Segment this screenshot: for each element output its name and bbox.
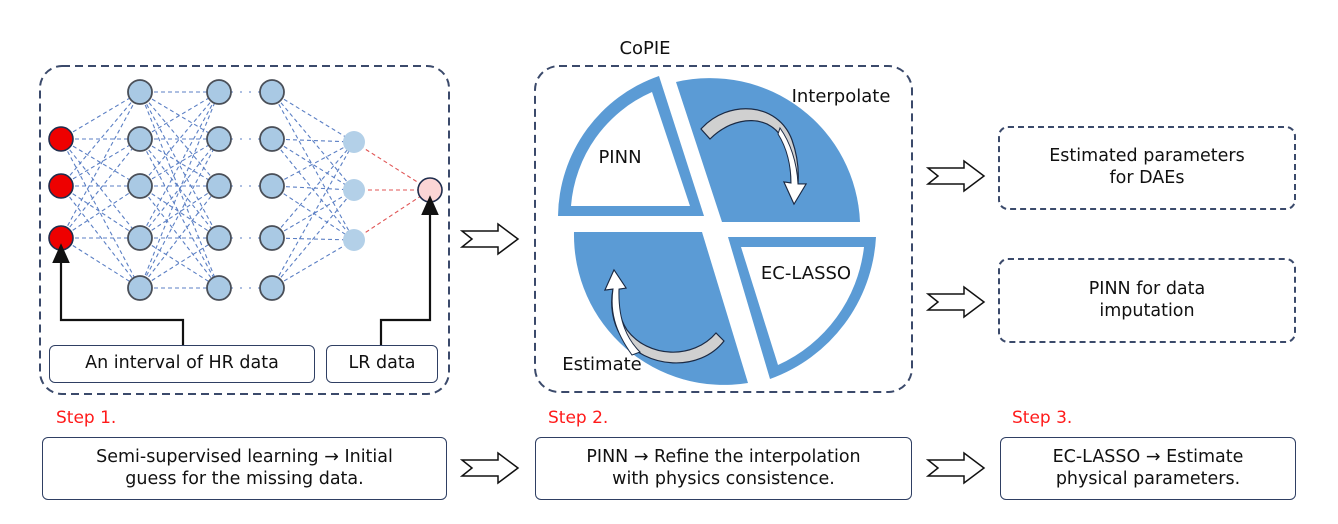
step-1-line1: Semi-supervised learning → Initial xyxy=(96,446,393,467)
network-panel-frame xyxy=(39,65,450,395)
hidden-node xyxy=(127,126,153,152)
copie-panel-frame xyxy=(534,65,913,393)
edge xyxy=(60,237,141,289)
edge xyxy=(271,91,355,191)
edge xyxy=(139,237,220,289)
edge xyxy=(60,91,141,239)
input-node xyxy=(48,173,74,199)
output-edge xyxy=(353,189,431,241)
arrow-step1-to-step2-icon xyxy=(459,451,520,485)
edge xyxy=(60,185,141,239)
input-node xyxy=(48,225,74,251)
step-2-line2: with physics consistence. xyxy=(612,468,835,489)
hidden-node xyxy=(259,225,285,251)
edge xyxy=(139,185,220,239)
edge xyxy=(139,138,220,187)
arrow-network-to-copie-icon xyxy=(459,222,520,256)
hidden-node xyxy=(206,225,232,251)
output-imputation-line2: imputation xyxy=(1099,300,1195,321)
edge xyxy=(139,138,220,239)
hidden-node xyxy=(127,275,153,301)
edge xyxy=(60,138,141,187)
hidden-node xyxy=(206,126,232,152)
step-1-line2: guess for the missing data. xyxy=(125,468,364,489)
edge xyxy=(139,138,220,289)
pre-output-node xyxy=(343,131,365,153)
step-2-box: PINN → Refine the interpolation with phy… xyxy=(535,437,912,500)
hr-data-connector xyxy=(52,243,185,346)
pre-output-node xyxy=(343,229,365,251)
output-node xyxy=(417,177,443,203)
hidden-node xyxy=(127,225,153,251)
hidden-node xyxy=(259,126,285,152)
step-2-label: Step 2. xyxy=(548,408,609,428)
copie-cycle xyxy=(558,76,876,385)
edge xyxy=(60,138,141,289)
estimate-label: Estimate xyxy=(562,353,642,375)
input-node xyxy=(48,126,74,152)
arrow-to-parameters-icon xyxy=(925,159,986,193)
hidden-node xyxy=(206,275,232,301)
pre-output-node xyxy=(343,179,365,201)
edge xyxy=(60,91,141,140)
output-imputation-line1: PINN for data xyxy=(1088,278,1206,299)
edge xyxy=(271,189,355,239)
hidden-node xyxy=(206,173,232,199)
edge xyxy=(139,185,220,289)
network-nodes xyxy=(48,79,443,301)
network-edges xyxy=(60,91,431,289)
edge xyxy=(139,91,220,289)
interpolate-label: Interpolate xyxy=(791,85,891,107)
step-1-label: Step 1. xyxy=(56,408,117,428)
step-2-line1: PINN → Refine the interpolation xyxy=(586,446,861,467)
lr-data-box: LR data xyxy=(326,345,438,383)
step-3-line1: EC-LASSO → Estimate xyxy=(1052,446,1244,467)
hidden-node xyxy=(259,79,285,105)
ec-lasso-sector-label: EC-LASSO xyxy=(760,262,852,284)
hr-data-box: An interval of HR data xyxy=(49,345,315,383)
output-parameters-line2: for DAEs xyxy=(1109,168,1185,188)
hr-data-label: An interval of HR data xyxy=(85,353,279,374)
edge xyxy=(60,185,141,239)
hidden-node xyxy=(259,275,285,301)
edge xyxy=(271,91,355,143)
hidden-node xyxy=(206,79,232,105)
edge xyxy=(60,185,141,289)
hidden-node xyxy=(127,79,153,105)
output-box-parameters: Estimated parameters for DAEs xyxy=(998,126,1296,210)
arrow-step2-to-step3-icon xyxy=(925,451,986,485)
edge xyxy=(139,237,220,289)
arrow-to-imputation-icon xyxy=(925,285,986,319)
hidden-node xyxy=(259,173,285,199)
step-3-label: Step 3. xyxy=(1012,408,1073,428)
copie-title: CoPIE xyxy=(619,37,671,59)
edge xyxy=(60,138,141,239)
pinn-sector-label: PINN xyxy=(598,146,642,168)
edge xyxy=(271,189,355,289)
edge xyxy=(271,185,355,241)
edge xyxy=(271,138,355,191)
edge xyxy=(139,91,220,140)
step-3-box: EC-LASSO → Estimate physical parameters. xyxy=(1000,437,1296,500)
lr-data-connector xyxy=(379,195,439,346)
step-1-box: Semi-supervised learning → Initial guess… xyxy=(42,437,447,500)
edge xyxy=(271,239,355,289)
edge xyxy=(271,141,355,289)
edge xyxy=(271,91,355,241)
edge xyxy=(271,141,355,187)
edge xyxy=(139,185,220,239)
output-edge xyxy=(353,141,431,191)
flow-arrows xyxy=(459,159,986,485)
output-parameters-line1: Estimated parameters xyxy=(1049,146,1245,167)
output-box-imputation: PINN for data imputation xyxy=(998,258,1296,343)
lr-data-label: LR data xyxy=(348,353,416,374)
hidden-node xyxy=(127,173,153,199)
step-3-line2: physical parameters. xyxy=(1055,468,1241,489)
edge xyxy=(271,141,355,239)
